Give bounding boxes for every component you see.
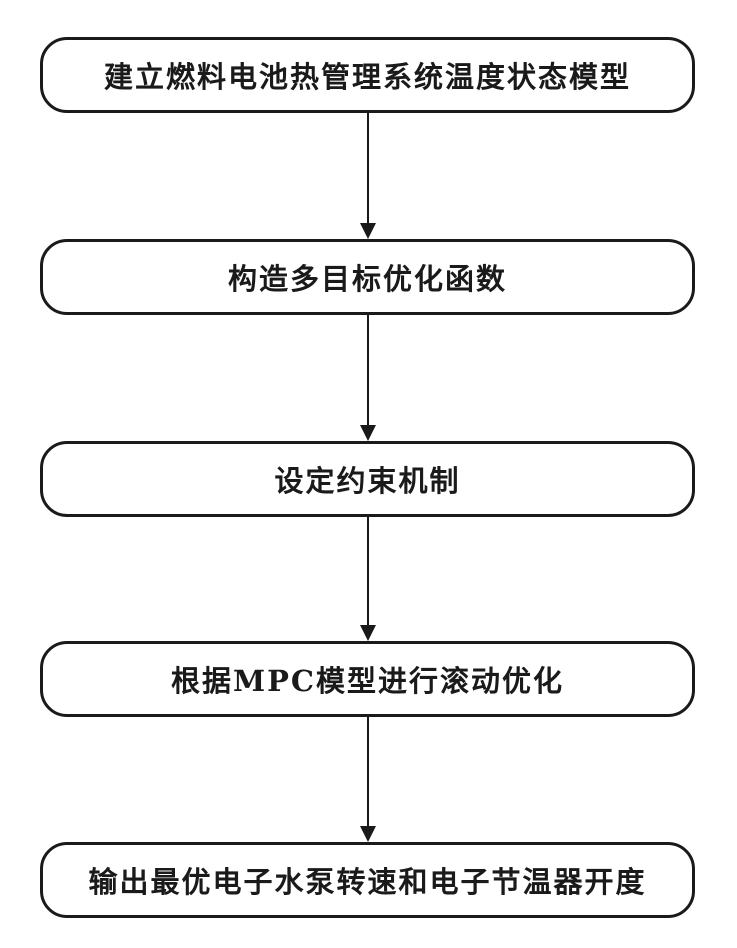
- arrow-line: [367, 315, 369, 426]
- arrow-down-icon: [360, 223, 376, 239]
- arrow-down-icon: [360, 625, 376, 641]
- arrow-line: [367, 113, 369, 224]
- flow-step-construct-objective-function: 构造多目标优化函数: [40, 239, 695, 315]
- flow-step-label: 输出最优电子水泵转速和电子节温器开度: [88, 865, 647, 899]
- flow-step-label: 建立燃料电池热管理系统温度状态模型: [103, 60, 631, 94]
- arrow-line: [367, 717, 369, 827]
- flow-step-label: 设定约束机制: [274, 464, 461, 498]
- flow-step-set-constraints: 设定约束机制: [40, 441, 695, 517]
- arrow-line: [367, 517, 369, 626]
- flow-arrow-3: [360, 517, 376, 641]
- arrow-down-icon: [360, 425, 376, 441]
- flow-step-build-temperature-model: 建立燃料电池热管理系统温度状态模型: [40, 37, 695, 113]
- flow-step-mpc-rolling-optimization: 根据MPC模型进行滚动优化: [40, 641, 695, 717]
- flow-arrow-4: [360, 717, 376, 842]
- flow-arrow-2: [360, 315, 376, 441]
- arrow-down-icon: [360, 826, 376, 842]
- flow-step-output-pump-thermostat: 输出最优电子水泵转速和电子节温器开度: [40, 842, 695, 918]
- flow-step-label: 构造多目标优化函数: [227, 262, 507, 296]
- flow-step-label: 根据MPC模型进行滚动优化: [171, 664, 564, 698]
- flow-arrow-1: [360, 113, 376, 239]
